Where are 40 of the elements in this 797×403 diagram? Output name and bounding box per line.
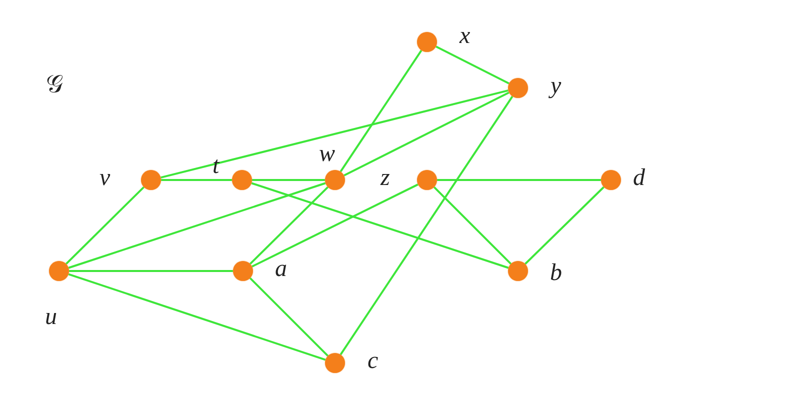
graph-edge [340,50,422,172]
graph-edge [68,182,326,269]
vertex-label: x [460,23,470,49]
graph-edge [343,92,510,176]
graph-edge [160,89,509,179]
graph-edge [340,96,514,356]
graph-edge [524,186,605,265]
vertex-dot [233,261,253,281]
vertex-label: c [368,348,378,374]
graph-name-label: 𝒢 [46,72,63,98]
vertex-label: w [319,141,336,167]
vertex-dot [141,170,161,190]
vertex-dot [49,261,69,281]
graph-edge [437,179,601,181]
vertex-dot [508,261,528,281]
vertex-label: d [633,165,645,191]
graph-edge [68,273,326,361]
graph-edge [161,179,232,181]
vertex-dot [417,32,437,52]
graph-edge [252,179,325,181]
graph-edge [249,186,329,265]
graph-edge [251,182,509,269]
graph-edge [69,270,233,272]
vertex-label: v [100,165,110,191]
graph-edge [435,46,510,84]
graph-edge [252,184,418,268]
vertex-dot [508,78,528,98]
graph-edge [433,186,512,265]
graph-edge [65,186,145,265]
vertex-dot [325,353,345,373]
vertex-dot [601,170,621,190]
vertex-dot [325,170,345,190]
vertex-label: a [275,256,287,282]
vertex-label: u [45,304,57,330]
vertex-label: b [550,260,562,286]
graph-edge [249,277,329,357]
vertex-label: y [550,73,562,99]
vertex-dot [232,170,252,190]
vertex-dot [417,170,437,190]
vertex-label: z [380,165,390,191]
